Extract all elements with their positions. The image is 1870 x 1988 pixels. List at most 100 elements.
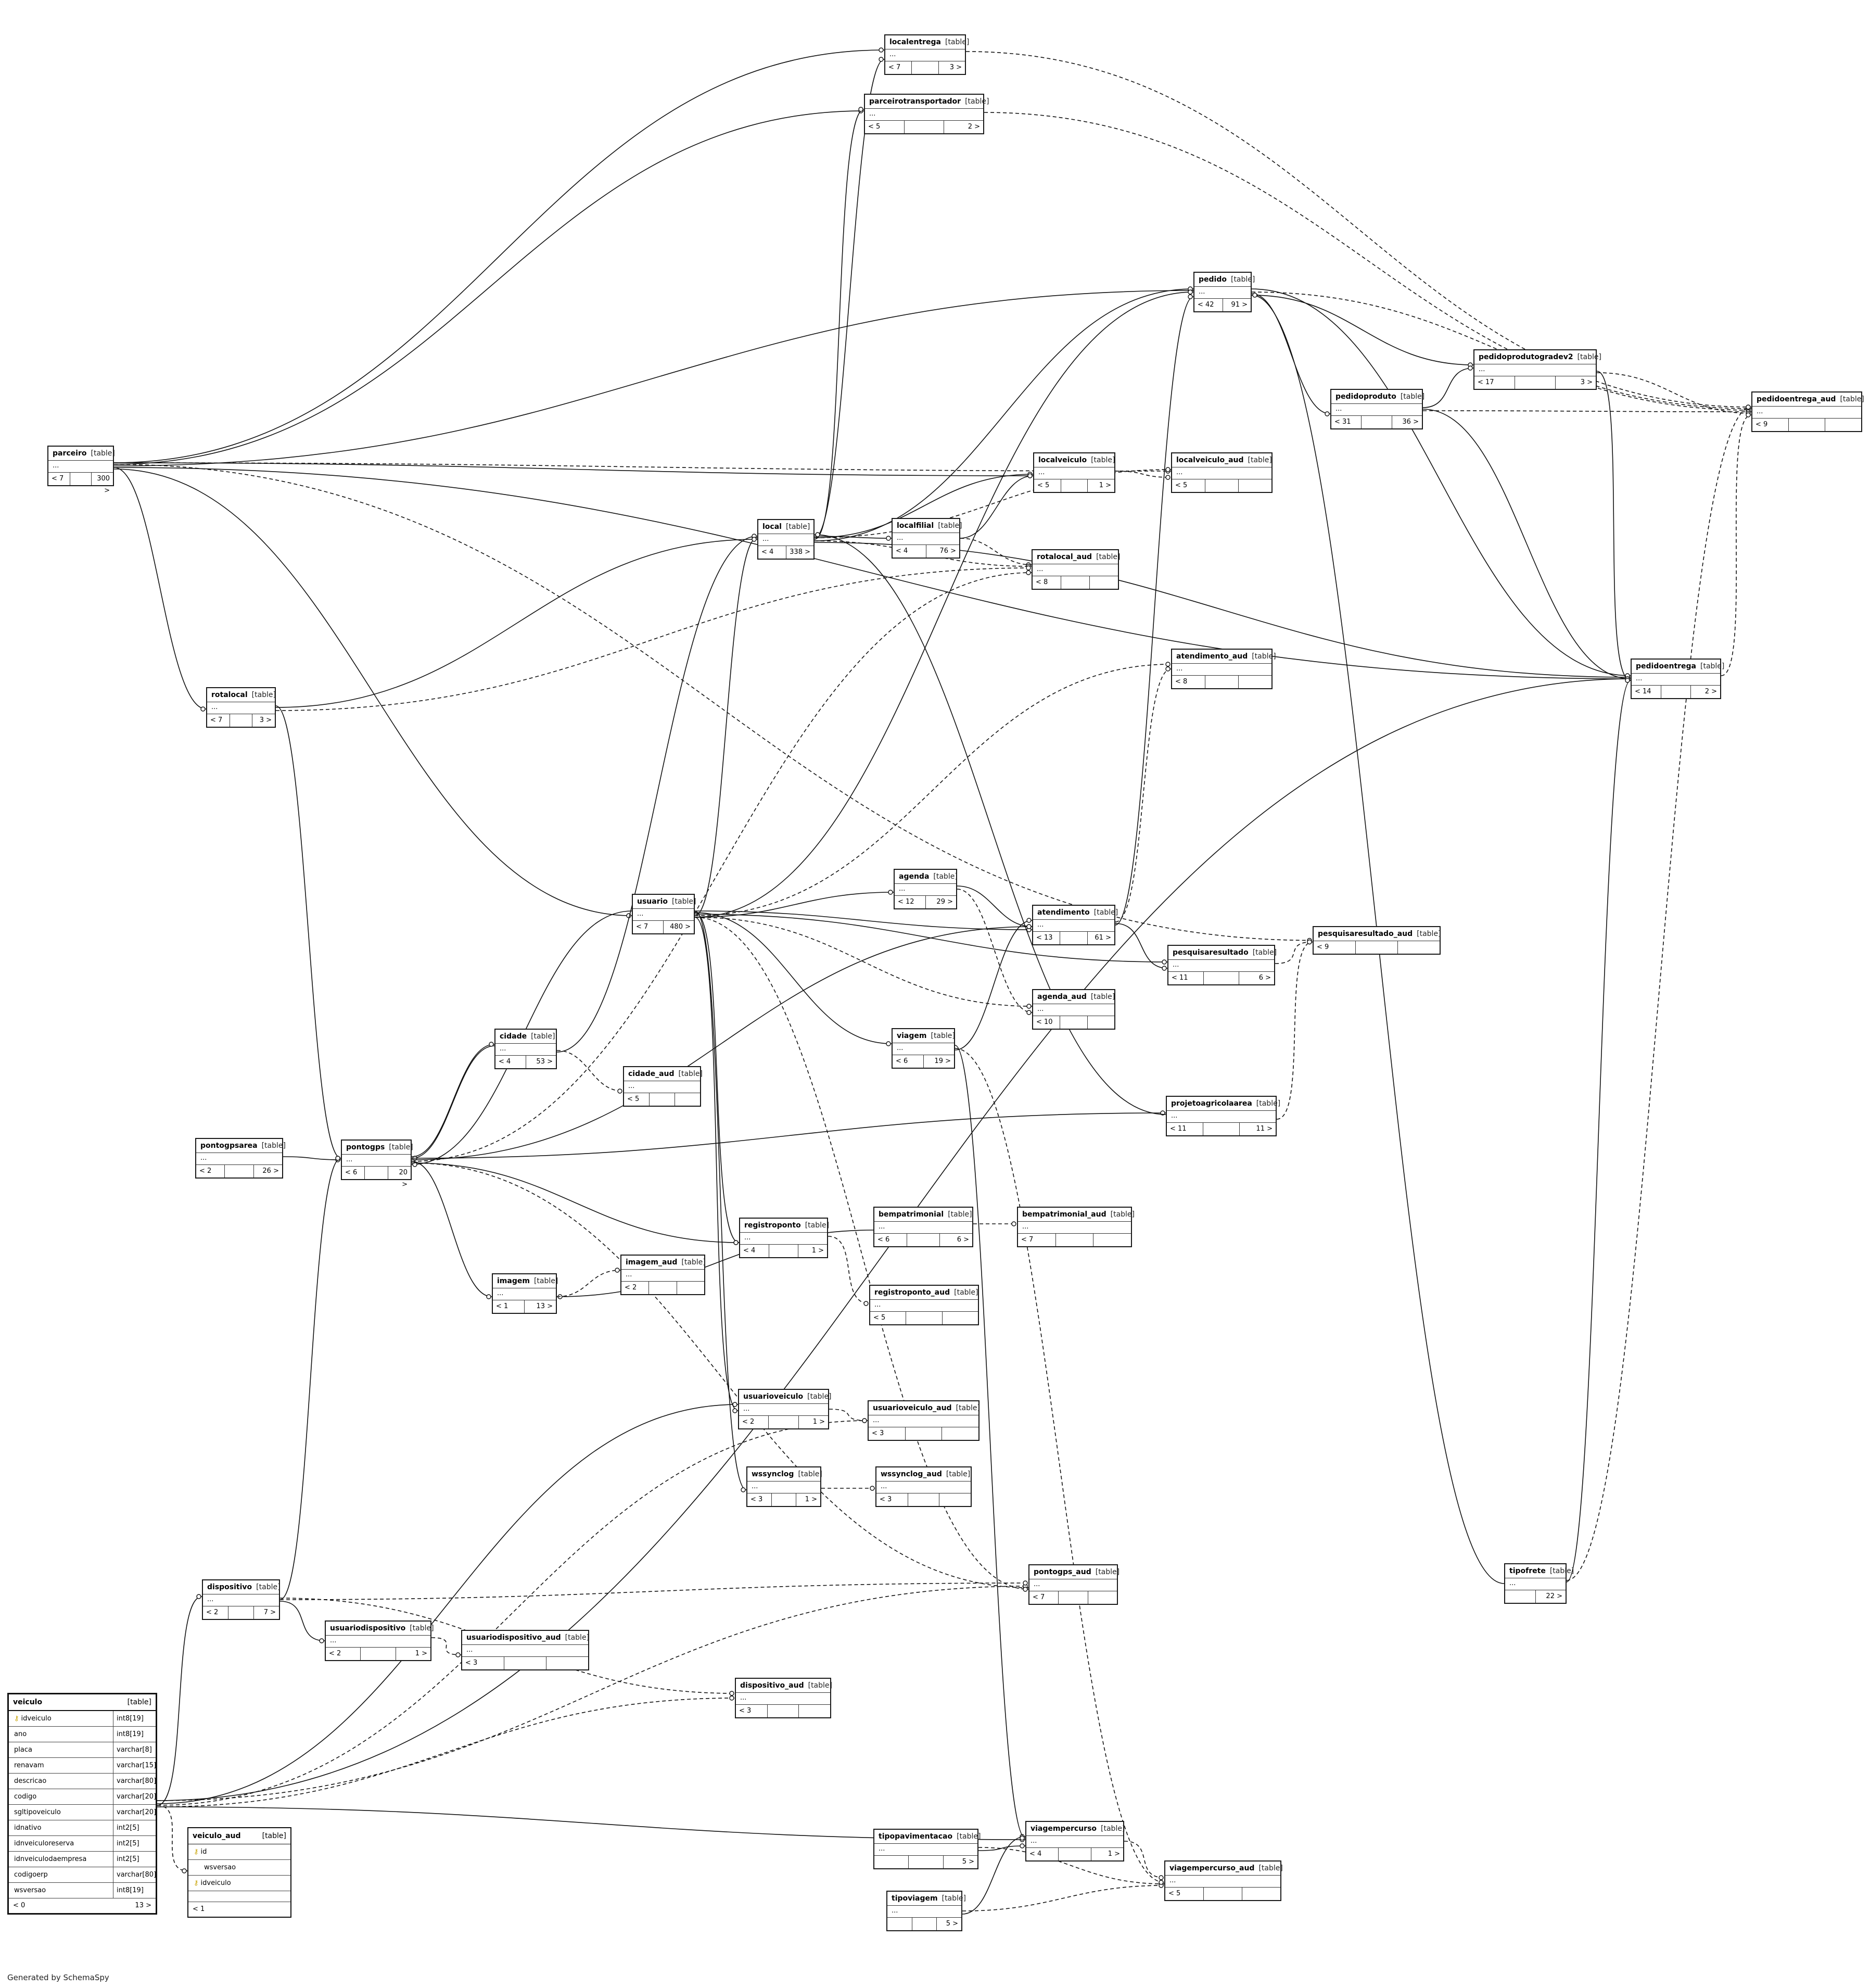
child-count[interactable]: 53 > <box>536 1058 553 1066</box>
table-dispositivo_aud[interactable]: dispositivo_aud[table] ... < 3 <box>735 1678 832 1718</box>
parent-count[interactable]: < 12 <box>895 896 926 908</box>
parent-count[interactable]: < 7 <box>207 714 230 727</box>
parent-count[interactable]: < 4 <box>893 545 926 558</box>
table-veiculo_aud[interactable]: veiculo_aud[table] ⚷id wsversao ⚷idveicu… <box>187 1827 291 1918</box>
parent-count[interactable]: < 0 <box>13 1902 26 1909</box>
parent-count[interactable]: < 4 <box>495 1056 526 1068</box>
parent-count[interactable]: < 4 <box>758 546 786 559</box>
child-count[interactable]: 7 > <box>263 1609 276 1616</box>
table-rotalocal_aud[interactable]: rotalocal_aud[table] ... < 8 <box>1032 549 1120 590</box>
parent-count[interactable]: < 3 <box>462 1657 504 1669</box>
parent-count[interactable]: < 11 <box>1167 1123 1203 1135</box>
parent-count[interactable]: < 1 <box>193 1905 205 1913</box>
parent-count[interactable]: < 10 <box>1033 1016 1061 1029</box>
parent-count[interactable]: < 7 <box>1029 1591 1059 1604</box>
child-count[interactable]: 91 > <box>1231 301 1248 309</box>
child-count[interactable]: 3 > <box>1580 378 1593 386</box>
parent-count[interactable]: < 3 <box>736 1705 768 1717</box>
parent-count[interactable]: < 6 <box>874 1234 907 1246</box>
parent-count[interactable]: < 1 <box>493 1300 525 1313</box>
table-cidade_aud[interactable]: cidade_aud[table] ... < 5 <box>623 1066 703 1107</box>
child-count[interactable]: 1 > <box>1099 482 1112 489</box>
parent-count[interactable]: < 4 <box>1026 1848 1059 1860</box>
parent-count[interactable]: < 2 <box>326 1648 361 1660</box>
parent-count[interactable]: < 2 <box>203 1606 228 1619</box>
table-localveiculo_aud[interactable]: localveiculo_aud[table] ... < 5 <box>1171 452 1273 493</box>
parent-count[interactable]: < 5 <box>865 121 905 133</box>
column-row[interactable]: ⚷idveiculo <box>188 1876 290 1891</box>
table-atendimento_aud[interactable]: atendimento_aud[table] ... < 8 <box>1171 649 1276 689</box>
parent-count[interactable] <box>1505 1590 1536 1603</box>
parent-count[interactable]: < 3 <box>869 1427 906 1440</box>
child-count[interactable]: 1 > <box>811 1247 824 1255</box>
parent-count[interactable]: < 2 <box>196 1165 225 1177</box>
table-pontogps_aud[interactable]: pontogps_aud[table] ... < 7 <box>1028 1564 1120 1605</box>
parent-count[interactable]: < 6 <box>342 1167 365 1179</box>
parent-count[interactable]: < 5 <box>1172 479 1205 492</box>
child-count[interactable]: 1 > <box>805 1496 817 1503</box>
table-wssynclog_aud[interactable]: wssynclog_aud[table] ... < 3 <box>875 1466 972 1507</box>
parent-count[interactable]: < 2 <box>739 1416 769 1428</box>
child-count[interactable]: 2 > <box>1704 688 1717 695</box>
parent-count[interactable]: < 13 <box>1033 932 1061 944</box>
parent-count[interactable]: < 8 <box>1033 576 1061 589</box>
child-count[interactable]: 29 > <box>936 898 953 906</box>
parent-count[interactable]: < 11 <box>1168 972 1204 984</box>
table-agenda_aud[interactable]: agenda_aud[table] ... < 10 <box>1032 989 1115 1030</box>
parent-count[interactable]: < 7 <box>1018 1234 1056 1246</box>
table-registroponto_aud[interactable]: registroponto_aud[table] ... < 5 <box>869 1285 979 1325</box>
parent-count[interactable]: < 7 <box>885 61 912 74</box>
child-count[interactable]: 5 > <box>962 1858 974 1866</box>
child-count[interactable]: 2 > <box>968 123 980 131</box>
parent-count[interactable]: < 6 <box>893 1055 924 1068</box>
child-count[interactable]: 61 > <box>1095 934 1111 942</box>
child-count[interactable]: 13 > <box>135 1902 151 1909</box>
child-count[interactable]: 3 > <box>949 64 962 71</box>
parent-count[interactable]: < 4 <box>740 1245 769 1257</box>
table-usuariodispositivo_aud[interactable]: usuariodispositivo_aud[table] ... < 3 <box>461 1630 589 1670</box>
child-count[interactable]: 11 > <box>1256 1125 1273 1133</box>
child-count[interactable]: 26 > <box>262 1167 279 1175</box>
child-count[interactable]: 338 > <box>790 548 810 556</box>
table-tipoviagem[interactable]: tipoviagem[table] ... 5 > <box>886 1891 966 1931</box>
child-count[interactable]: 1 > <box>1108 1850 1120 1858</box>
parent-count[interactable]: < 5 <box>624 1093 650 1106</box>
child-count[interactable]: 1 > <box>415 1650 427 1657</box>
child-count[interactable]: 5 > <box>946 1920 959 1928</box>
column-row[interactable] <box>188 1891 290 1902</box>
parent-count[interactable]: < 8 <box>1172 676 1205 688</box>
table-imagem_aud[interactable]: imagem_aud[table] ... < 2 <box>620 1255 706 1295</box>
child-count[interactable]: 76 > <box>939 547 956 555</box>
table-bempatrimonial_aud[interactable]: bempatrimonial_aud[table] ... < 7 <box>1017 1207 1135 1247</box>
parent-count[interactable]: < 5 <box>1165 1888 1204 1900</box>
table-usuarioveiculo_aud[interactable]: usuarioveiculo_aud[table] ... < 3 <box>868 1400 980 1441</box>
parent-count[interactable]: < 31 <box>1331 416 1362 428</box>
